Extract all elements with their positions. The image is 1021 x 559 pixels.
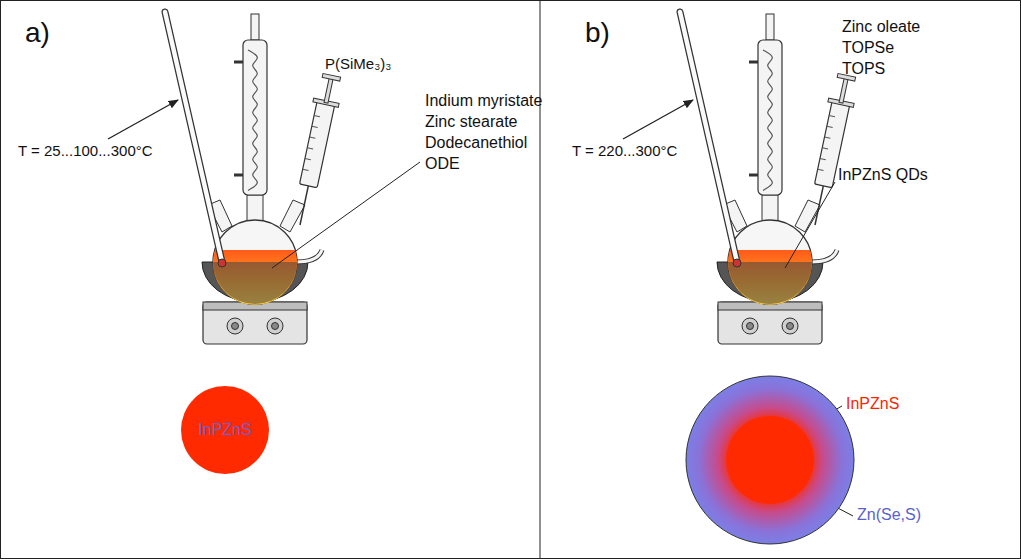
reaction-mixture <box>728 250 812 305</box>
needle <box>300 186 308 225</box>
shell-circle: Zn(Se,S)InPZnS <box>685 375 855 545</box>
knob <box>782 318 798 334</box>
condenser-coil <box>763 50 772 190</box>
core-circle: InPZnS <box>725 415 815 505</box>
scale-tick <box>303 169 309 170</box>
thermometer-bulb <box>218 259 226 267</box>
water-port <box>234 174 243 177</box>
knob <box>742 318 758 334</box>
thermometer-bulb <box>733 259 741 267</box>
panel-divider <box>540 0 541 559</box>
syringe <box>287 73 344 228</box>
condenser <box>758 40 782 195</box>
leader-line <box>272 162 420 268</box>
scale-tick <box>829 116 835 117</box>
scale-tick <box>305 159 311 160</box>
condenser-joint <box>766 14 774 40</box>
heating-mantle <box>213 262 297 304</box>
outlet <box>811 250 837 262</box>
particle-label: InPZnS <box>198 421 251 439</box>
syringe-barrel <box>300 101 335 188</box>
reagent-label: Indium myristate <box>425 92 542 110</box>
water-port <box>234 61 243 64</box>
condenser-joint <box>251 14 259 40</box>
thermometer <box>680 12 737 262</box>
plunger-cap <box>322 73 340 81</box>
water-port <box>749 61 758 64</box>
temperature-label: T = 220...300°C <box>572 143 677 160</box>
outlet <box>296 250 322 262</box>
flask <box>213 220 297 304</box>
flask-setup <box>680 12 860 344</box>
circle-outline <box>725 415 815 505</box>
outlet <box>296 250 322 262</box>
flask-setup <box>165 12 345 344</box>
circle-shape <box>686 376 854 544</box>
knob <box>232 323 239 330</box>
scale-tick <box>307 148 313 149</box>
reagent-label: TOPSe <box>842 39 894 57</box>
panel-letter: a) <box>25 18 50 49</box>
condenser-coil <box>248 50 257 190</box>
knob <box>227 318 243 334</box>
particle-circle: InPZnS <box>180 385 270 475</box>
scale-tick <box>309 137 315 138</box>
needle <box>815 186 823 225</box>
hotplate <box>718 302 822 344</box>
leader-line <box>785 182 835 268</box>
knob <box>272 323 279 330</box>
condenser <box>243 40 267 195</box>
knob <box>747 323 754 330</box>
scale-tick <box>314 116 320 117</box>
reagent-label: Zinc stearate <box>425 113 517 131</box>
circle-shape <box>726 416 814 504</box>
scale-tick <box>827 126 833 127</box>
thermometer <box>165 12 222 262</box>
thermometer <box>680 12 737 262</box>
outlet <box>811 250 837 262</box>
knob <box>787 323 794 330</box>
particle-label: InPZnS <box>846 395 899 413</box>
water-port <box>749 174 758 177</box>
plunger <box>839 78 848 103</box>
reagent-label: Dodecanethiol <box>425 134 527 152</box>
pointer-line <box>623 100 693 139</box>
particle-label: Zn(Se,S) <box>857 506 921 524</box>
plunger <box>324 78 333 103</box>
heating-mantle <box>728 262 812 304</box>
circle-shape <box>181 386 269 474</box>
flask <box>728 220 812 304</box>
reaction-mixture <box>213 250 297 305</box>
reagent-label: ODE <box>425 155 460 173</box>
scale-tick <box>818 169 824 170</box>
pointer-line <box>108 100 178 139</box>
syringe <box>802 73 859 228</box>
reagent-label: P(SiMe₃)₃ <box>325 56 391 73</box>
reagent-label: TOPS <box>842 60 885 78</box>
reagent-label: Zinc oleate <box>842 18 920 36</box>
reagent-label: InPZnS QDs <box>838 166 928 184</box>
panel-letter: b) <box>585 18 610 49</box>
scale-tick <box>824 137 830 138</box>
thermometer <box>165 12 222 262</box>
scale-tick <box>312 126 318 127</box>
knob <box>267 318 283 334</box>
scale-tick <box>820 159 826 160</box>
hotplate <box>203 302 307 344</box>
temperature-label: T = 25...100...300°C <box>18 143 153 160</box>
scale-tick <box>822 148 828 149</box>
